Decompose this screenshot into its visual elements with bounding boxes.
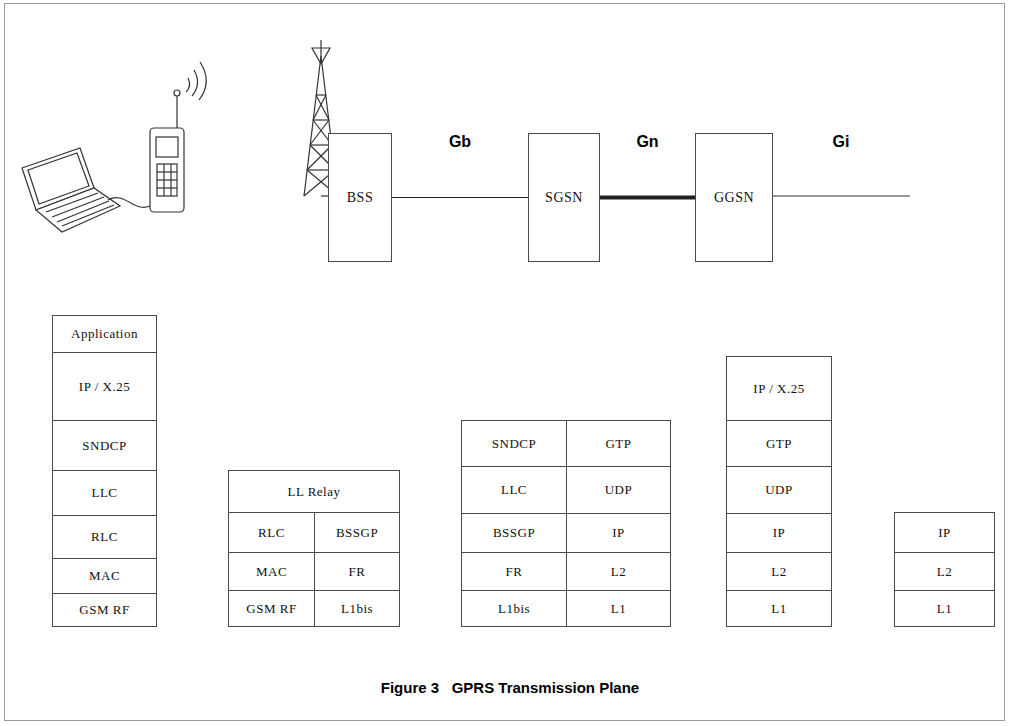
protocol-layer-cell: L1 [726,590,832,627]
protocol-layer-cell: GSM RF [228,590,315,627]
protocol-layer-cell: IP / X.25 [726,356,832,421]
protocol-layer-cell: BSSGP [314,512,400,553]
protocol-layer-cell: SNDCP [52,420,157,471]
phone-icon [150,62,206,212]
protocol-name: GTP [766,436,792,452]
protocol-name: SNDCP [492,436,536,452]
protocol-name: FR [349,564,366,580]
protocol-name: LL Relay [288,484,341,500]
protocol-layer-cell: UDP [566,466,671,514]
protocol-layer-cell: LL Relay [228,470,400,513]
laptop-icon [22,148,120,232]
protocol-name: IP [773,525,786,541]
protocol-layer-cell: Application [52,315,157,353]
element-name: BSS [347,190,373,206]
gi-line [773,195,910,196]
protocol-layer-cell: LLC [461,466,567,514]
protocol-layer-cell: IP [726,513,832,553]
protocol-name: LLC [501,482,527,498]
protocol-name: L2 [611,564,626,580]
protocol-name: L1 [937,601,952,617]
interface-link [392,197,528,198]
protocol-name: MAC [89,568,120,584]
protocol-layer-cell: L2 [894,552,995,591]
protocol-name: IP [938,525,951,541]
protocol-layer-cell: RLC [228,512,315,553]
protocol-layer-cell: FR [314,552,400,591]
protocol-name: GTP [605,436,631,452]
protocol-layer-cell: IP / X.25 [52,352,157,421]
protocol-name: IP [612,525,625,541]
element-name: GGSN [714,190,754,206]
protocol-layer-cell: L1 [566,590,671,627]
protocol-layer-cell: L2 [566,552,671,591]
interface-label: Gi [833,133,850,151]
protocol-layer-cell: IP [566,513,671,553]
protocol-layer-cell: LLC [52,470,157,516]
protocol-layer-cell: BSSGP [461,513,567,553]
protocol-layer-cell: UDP [726,466,832,514]
protocol-name: BSSGP [493,525,535,541]
protocol-name: MAC [256,564,287,580]
protocol-layer-cell: IP [894,512,995,553]
protocol-name: UDP [765,482,793,498]
protocol-name: BSSGP [336,525,378,541]
protocol-layer-cell: FR [461,552,567,591]
network-element-box: SGSN [528,133,600,262]
protocol-name: L1 [611,601,626,617]
protocol-name: GSM RF [79,602,129,618]
protocol-layer-cell: GTP [726,420,832,467]
protocol-name: UDP [605,482,633,498]
protocol-name: L1bis [498,601,530,617]
element-name: SGSN [545,190,583,206]
protocol-layer-cell: GSM RF [52,593,157,627]
protocol-layer-cell: L1 [894,590,995,627]
protocol-layer-cell: MAC [52,558,157,594]
protocol-name: L1 [771,601,786,617]
protocol-name: IP / X.25 [753,381,804,397]
interface-label: Gn [636,133,658,151]
interface-link [600,196,695,200]
interface-label: Gb [449,133,471,151]
protocol-layer-cell: SNDCP [461,420,567,467]
protocol-layer-cell: MAC [228,552,315,591]
figure-caption: Figure 3 GPRS Transmission Plane [381,679,639,696]
protocol-name: L1bis [341,601,373,617]
cable [108,198,152,208]
protocol-name: RLC [258,525,285,541]
protocol-layer-cell: GTP [566,420,671,467]
protocol-name: L2 [937,564,952,580]
protocol-layer-cell: L1bis [461,590,567,627]
protocol-layer-cell: L2 [726,552,832,591]
protocol-name: IP / X.25 [79,379,130,395]
protocol-name: FR [506,564,523,580]
protocol-layer-cell: L1bis [314,590,400,627]
protocol-name: Application [71,326,138,342]
protocol-name: L2 [771,564,786,580]
protocol-name: LLC [91,485,117,501]
protocol-name: RLC [91,529,118,545]
protocol-name: SNDCP [82,438,126,454]
protocol-name: GSM RF [246,601,296,617]
network-element-box: BSS [328,133,392,262]
protocol-layer-cell: RLC [52,515,157,559]
network-element-box: GGSN [695,133,773,262]
